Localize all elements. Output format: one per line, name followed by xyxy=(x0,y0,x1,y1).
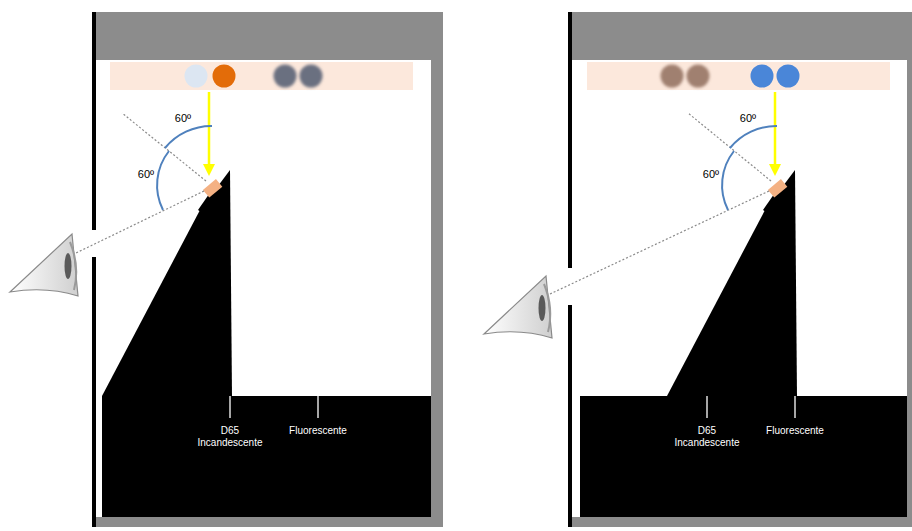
angle-label: 60º xyxy=(138,168,154,181)
right-booth xyxy=(484,12,912,527)
angle-label: 60º xyxy=(175,112,191,125)
left-booth xyxy=(10,12,443,527)
angle-label: 60º xyxy=(740,112,756,125)
angle-label: 60º xyxy=(703,168,719,181)
lamp-label: D65 Incandescente xyxy=(674,425,739,449)
lamp-label: Fluorescente xyxy=(289,425,347,437)
lamp-label: D65 Incandescente xyxy=(197,425,262,449)
lamp-label: Fluorescente xyxy=(766,425,824,437)
